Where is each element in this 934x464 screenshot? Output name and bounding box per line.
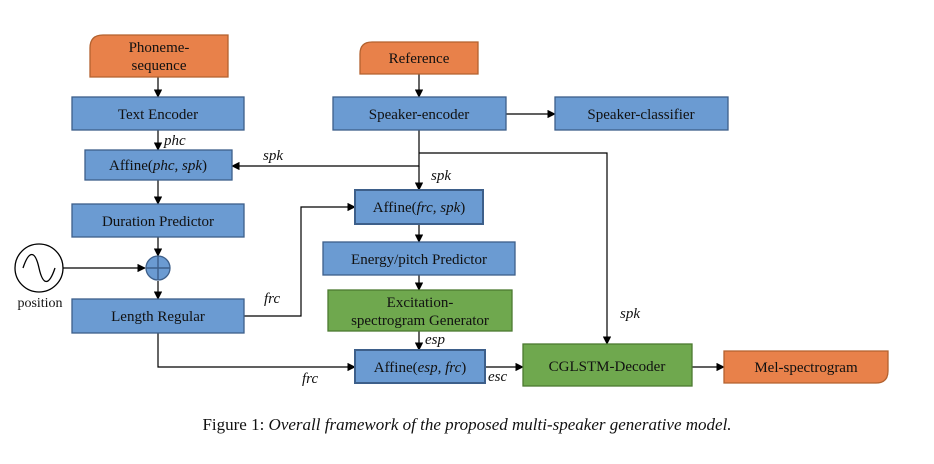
node-phoneme-sequence: Phoneme- sequence xyxy=(89,34,229,78)
affine-esp-label: Affine(esp, frc) xyxy=(374,360,466,376)
duration-predictor-label: Duration Predictor xyxy=(102,214,214,230)
node-duration-predictor: Duration Predictor xyxy=(71,203,245,238)
length-regular-label: Length Regular xyxy=(111,309,205,325)
mel-label: Mel-spectrogram xyxy=(754,360,858,376)
edge-label-frc-top: frc xyxy=(264,291,280,307)
position-sine-icon xyxy=(14,243,64,293)
node-mel-spectrogram: Mel-spectrogram xyxy=(723,350,889,384)
caption-text: Overall framework of the proposed multi-… xyxy=(268,415,732,434)
edge-label-spk-mid: spk xyxy=(431,168,451,184)
affine-frc-label: Affine(frc, spk) xyxy=(373,200,465,216)
edge-spk-to-cglstm xyxy=(419,152,612,345)
edge-frc-to-affine-frc xyxy=(244,202,356,317)
node-affine-phc: Affine(phc, spk) xyxy=(84,149,233,181)
node-excitation-generator: Excitation- spectrogram Generator xyxy=(327,289,513,332)
figure-caption: Figure 1: Overall framework of the propo… xyxy=(0,415,934,435)
position-label: position xyxy=(17,296,62,311)
edge-frc-to-affine-esp xyxy=(157,333,356,372)
node-speaker-classifier: Speaker-classifier xyxy=(554,96,729,131)
edge-spk-to-affine-phc xyxy=(231,130,420,171)
edge-label-esp: esp xyxy=(425,332,445,348)
node-text-encoder: Text Encoder xyxy=(71,96,245,131)
node-cglstm-decoder: CGLSTM-Decoder xyxy=(522,343,693,387)
phoneme-line1: Phoneme- xyxy=(129,40,190,56)
edges xyxy=(63,74,725,372)
excitation-line2: spectrogram Generator xyxy=(351,313,489,329)
node-energy-pitch-predictor: Energy/pitch Predictor xyxy=(322,241,516,276)
node-affine-frc: Affine(frc, spk) xyxy=(354,189,484,225)
speaker-classifier-label: Speaker-classifier xyxy=(587,107,694,123)
edge-label-esc: esc xyxy=(488,369,507,385)
cglstm-label: CGLSTM-Decoder xyxy=(549,359,666,375)
phoneme-line2: sequence xyxy=(132,58,187,74)
node-affine-esp: Affine(esp, frc) xyxy=(354,349,486,384)
edge-label-spk-right: spk xyxy=(620,306,640,322)
edge-label-phc: phc xyxy=(163,133,186,149)
energy-pitch-label: Energy/pitch Predictor xyxy=(351,252,487,268)
speaker-encoder-label: Speaker-encoder xyxy=(369,107,469,123)
reference-label: Reference xyxy=(389,51,450,67)
framework-diagram: Phoneme- sequence Reference Mel-spectrog… xyxy=(14,34,889,387)
edge-label-spk-left: spk xyxy=(263,148,283,164)
node-reference: Reference xyxy=(359,41,479,75)
caption-prefix: Figure 1: xyxy=(202,415,269,434)
excitation-line1: Excitation- xyxy=(387,295,454,311)
node-speaker-encoder: Speaker-encoder xyxy=(332,96,507,131)
affine-phc-label: Affine(phc, spk) xyxy=(109,158,207,174)
adder-circle xyxy=(145,255,171,281)
node-length-regular: Length Regular xyxy=(71,298,245,334)
text-encoder-label: Text Encoder xyxy=(118,107,198,123)
edge-label-frc-bottom: frc xyxy=(302,371,318,387)
